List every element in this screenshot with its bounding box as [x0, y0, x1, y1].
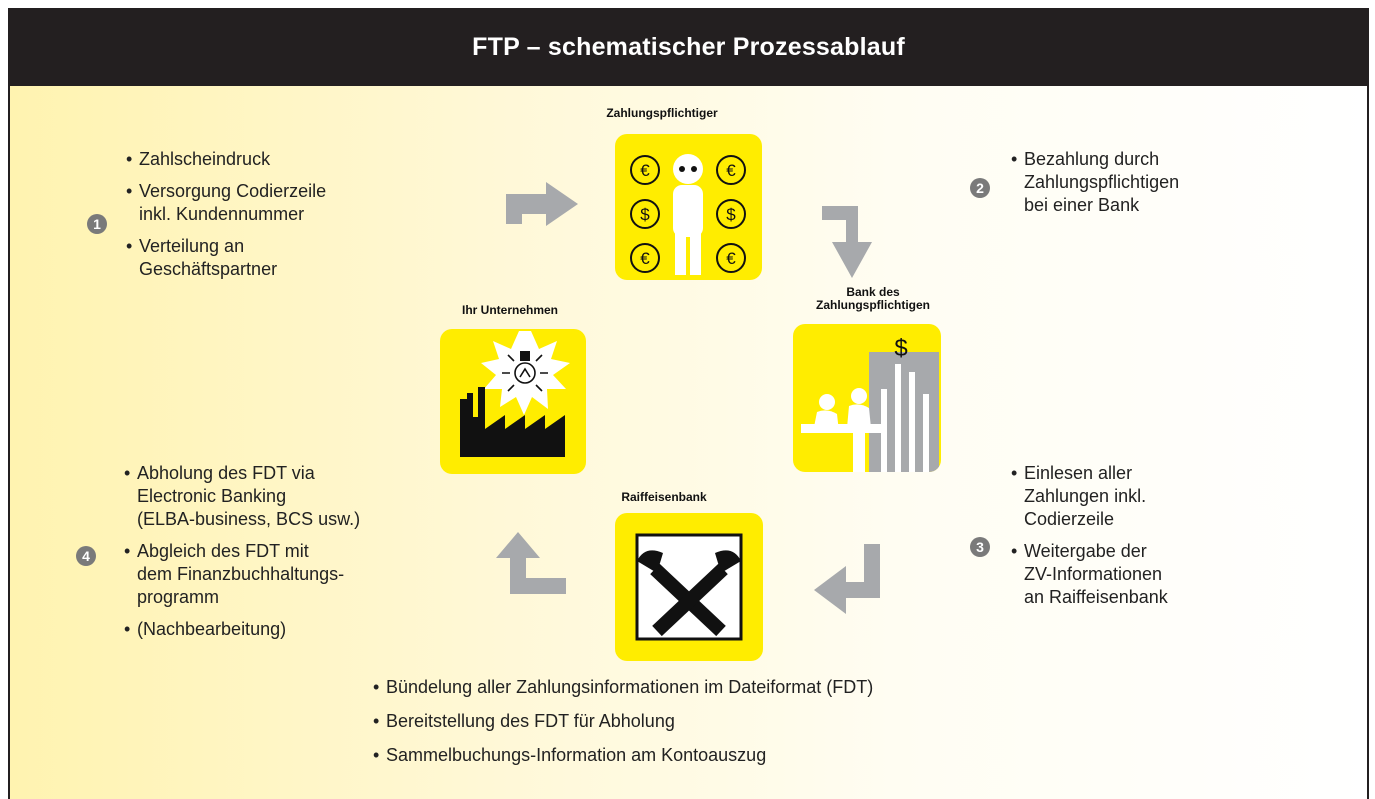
- step-3-badge: 3: [970, 537, 990, 557]
- step-4-list: Abholung des FDT via Electronic Banking …: [124, 462, 454, 650]
- coin-euro-4: €: [726, 249, 736, 268]
- step-1-list: Zahlscheindruck Versorgung Codierzeile i…: [126, 148, 426, 290]
- step-4-item: (Nachbearbeitung): [124, 618, 454, 641]
- step-4-item: Abholung des FDT via Electronic Banking …: [124, 462, 454, 531]
- step-3-item: Weitergabe der ZV-Informationen an Raiff…: [1011, 540, 1311, 609]
- step-2-item: Bezahlung durch Zahlungspflichtigen bei …: [1011, 148, 1311, 217]
- title-bar: FTP – schematischer Prozessablauf: [10, 8, 1367, 86]
- payer-bank-label: Bank des Zahlungspflichtigen: [816, 285, 930, 312]
- dollar-sign: $: [894, 335, 907, 362]
- step-2-list: Bezahlung durch Zahlungspflichtigen bei …: [1011, 148, 1311, 226]
- raiffeisen-task-item: Sammelbuchungs-Information am Kontoauszu…: [373, 744, 1093, 767]
- step-3-list: Einlesen aller Zahlungen inkl. Codierzei…: [1011, 462, 1311, 618]
- coin-dollar-2: $: [726, 205, 736, 224]
- step-1-item: Verteilung an Geschäftspartner: [126, 235, 426, 281]
- step-4-item: Abgleich des FDT mit dem Finanzbuchhaltu…: [124, 540, 454, 609]
- raiffeisen-tile: [615, 513, 763, 661]
- company-label: Ihr Unternehmen: [461, 303, 558, 317]
- coin-euro-2: €: [726, 161, 736, 180]
- diagram-frame: FTP – schematischer Prozessablauf Zahlun…: [8, 8, 1369, 799]
- arrow-to-company: [496, 532, 566, 594]
- step-1-item: Zahlscheindruck: [126, 148, 426, 171]
- raiffeisen-task-item: Bereitstellung des FDT für Abholung: [373, 710, 1093, 733]
- coin-euro-3: €: [640, 249, 650, 268]
- payer-icon: € € $ $ € €: [630, 154, 746, 275]
- step-2-badge: 2: [970, 178, 990, 198]
- company-tile: [440, 329, 586, 474]
- raiffeisen-label: Raiffeisenbank: [621, 490, 707, 504]
- arrow-to-raiffeisen: [814, 544, 880, 614]
- step-1-item: Versorgung Codierzeile inkl. Kundennumme…: [126, 180, 426, 226]
- raiffeisen-task-list: Bündelung aller Zahlungsinformationen im…: [373, 676, 1093, 776]
- payer-label: Zahlungspflichtiger: [606, 106, 718, 120]
- coin-dollar-1: $: [640, 205, 650, 224]
- raiffeisen-task-item: Bündelung aller Zahlungsinformationen im…: [373, 676, 1093, 699]
- coin-euro-1: €: [640, 161, 650, 180]
- factory-icon: [460, 331, 570, 457]
- bank-counter-icon: $: [801, 335, 939, 472]
- payer-tile: € € $ $ € €: [615, 134, 762, 280]
- raiffeisen-logo-icon: [635, 533, 743, 641]
- step-4-badge: 4: [76, 546, 96, 566]
- arrow-to-payer-bank: [822, 206, 872, 278]
- payer-bank-tile: $: [793, 324, 941, 472]
- step-1-badge: 1: [87, 214, 107, 234]
- step-3-item: Einlesen aller Zahlungen inkl. Codierzei…: [1011, 462, 1311, 531]
- diagram-title: FTP – schematischer Prozessablauf: [472, 32, 905, 61]
- arrow-to-payer: [506, 182, 578, 226]
